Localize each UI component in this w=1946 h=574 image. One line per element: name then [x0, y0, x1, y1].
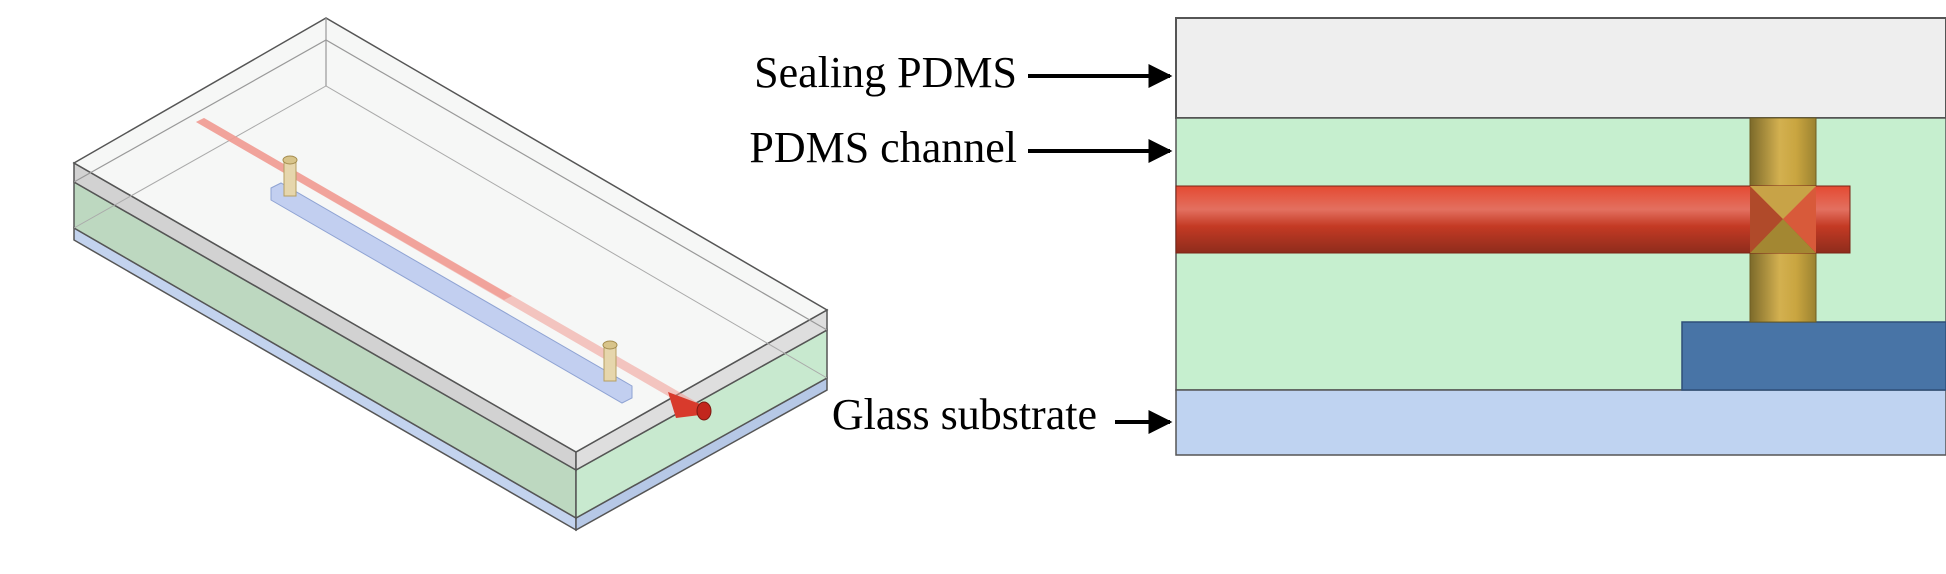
gold-via-3d-1 [283, 159, 297, 197]
cross-section-view [1175, 17, 1946, 456]
red-channel-3d-highlight [196, 118, 700, 410]
chip-3d-view [72, 17, 829, 532]
label-sealing-pdms: Sealing PDMS [754, 48, 1017, 97]
via-intersection-left [1750, 186, 1783, 253]
chip-3d-top-surface [72, 17, 829, 453]
gold-via-3d-2 [603, 344, 617, 382]
via-intersection-right [1783, 186, 1816, 253]
gold-via-3d-1-top [282, 155, 298, 165]
glass-substrate-layer [1175, 389, 1946, 456]
via-intersection-bottom [1750, 219, 1816, 253]
via-intersection-top [1750, 186, 1816, 219]
label-glass-substrate: Glass substrate [832, 390, 1097, 439]
red-channel-3d-outlet [696, 401, 712, 421]
label-pdms-channel: PDMS channel [749, 123, 1017, 172]
annotation-labels: Sealing PDMS PDMS channel Glass substrat… [749, 48, 1173, 439]
blue-electrode [1681, 321, 1946, 391]
blue-channel-3d [270, 182, 633, 404]
sealing-pdms-layer [1175, 17, 1946, 119]
gold-via-3d-2-top [602, 340, 618, 350]
red-channel [1175, 185, 1851, 254]
